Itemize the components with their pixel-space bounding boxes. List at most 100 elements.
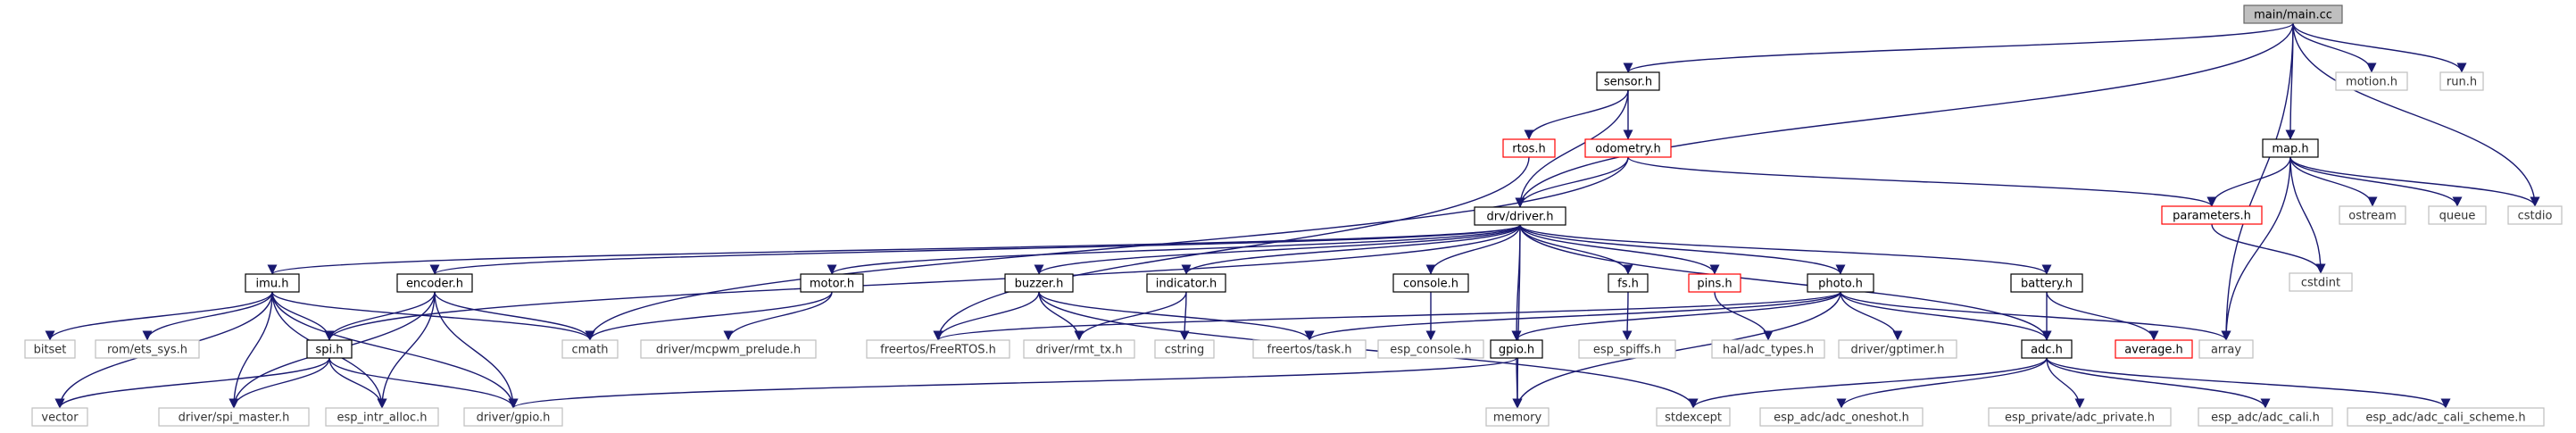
edge-map-to-array [2221,156,2291,341]
node-rmt_tx-label: driver/rmt_tx.h [1035,344,1122,357]
node-parameters[interactable]: parameters.h [2161,205,2263,225]
node-adc_private-box [1988,407,2172,427]
node-cmath: cmath [561,339,619,359]
node-stdexcept-label: stdexcept [1665,412,1722,425]
node-map[interactable]: map.h [2262,138,2319,158]
node-fs-label: fs.h [1617,278,1639,291]
node-queue: queue [2428,205,2487,225]
node-ets_sys: rom/ets_sys.h [95,339,200,359]
edge-fs-to-esp_spiffs [1622,291,1633,341]
edge-odometry-to-parameters [1627,156,2217,207]
edge-main-to-driver [1515,22,2294,208]
node-cstdio-label: cstdio [2518,210,2553,223]
node-bitset-label: bitset [34,344,67,357]
edge-main-to-run [2292,22,2467,73]
node-driver-label: drv/driver.h [1486,211,1553,224]
node-adc[interactable]: adc.h [2021,339,2073,359]
node-main[interactable]: main/main.cc [2243,4,2343,24]
node-indicator-label: indicator.h [1156,278,1217,291]
node-driver_gpio-box [463,407,563,427]
edge-photo-to-task [1304,291,1841,341]
node-motion: motion.h [2335,71,2408,91]
node-mcpwm: driver/mcpwm_prelude.h [640,339,817,359]
edge-map-to-cstdio [2289,156,2540,207]
node-motor[interactable]: motor.h [800,273,864,293]
node-esp_spiffs-label: esp_spiffs.h [1593,344,1661,357]
node-encoder[interactable]: encoder.h [396,273,473,293]
node-average[interactable]: average.h [2115,339,2193,359]
node-adc_types-label: hal/adc_types.h [1723,344,1814,357]
node-fs[interactable]: fs.h [1608,273,1649,293]
node-memory-box [1485,407,1550,427]
node-imu[interactable]: imu.h [245,273,300,293]
node-photo-box [1807,273,1874,293]
node-rtos[interactable]: rtos.h [1502,138,1556,158]
edge-battery-to-average [2046,291,2159,341]
edge-driver-to-pins [1519,224,1720,275]
node-pins-label: pins.h [1697,278,1732,291]
node-pins-box [1688,273,1741,293]
node-cmath-label: cmath [571,344,608,357]
edge-imu-to-ets_sys [142,291,273,341]
edge-driver-to-battery [1519,224,2052,275]
node-array: array [2198,339,2254,359]
edge-encoder-to-driver_gpio [434,291,519,409]
node-bitset-box [24,339,76,359]
edge-motor-to-cmath [585,291,833,341]
node-pins[interactable]: pins.h [1688,273,1741,293]
node-parameters-box [2161,205,2263,225]
node-imu-label: imu.h [256,278,289,291]
node-encoder-box [396,273,473,293]
node-parameters-label: parameters.h [2173,210,2251,223]
node-adc_cali: esp_adc/adc_cali.h [2198,407,2333,427]
edge-imu-to-spi_master [229,291,273,409]
edge-encoder-to-spi [324,291,436,341]
node-console[interactable]: console.h [1392,273,1469,293]
node-gpio[interactable]: gpio.h [1490,339,1543,359]
node-indicator[interactable]: indicator.h [1146,273,1226,293]
node-photo[interactable]: photo.h [1807,273,1874,293]
node-adc_cali-box [2198,407,2333,427]
node-sensor-label: sensor.h [1604,76,1652,89]
node-memory: memory [1485,407,1550,427]
node-buzzer[interactable]: buzzer.h [1004,273,1074,293]
edge-gpio-to-driver_gpio [508,357,1517,409]
edge-photo-to-gpio [1511,291,1841,341]
edge-driver-to-adc [1519,224,2052,341]
node-freertos-box [866,339,1010,359]
node-adc_oneshot: esp_adc/adc_oneshot.h [1759,407,1924,427]
edge-driver-to-memory [1512,224,1523,409]
edge-motor-to-mcpwm [723,291,833,341]
edge-photo-to-memory [1512,291,1841,409]
node-cstdint-label: cstdint [2301,277,2340,290]
edge-photo-to-adc [1840,291,2052,341]
node-motor-label: motor.h [810,278,854,291]
node-driver[interactable]: drv/driver.h [1474,206,1566,226]
node-console-label: console.h [1403,278,1458,291]
node-battery[interactable]: battery.h [2010,273,2083,293]
node-run-label: run.h [2447,76,2477,89]
node-spi[interactable]: spi.h [306,339,353,359]
node-buzzer-box [1004,273,1074,293]
node-odometry[interactable]: odometry.h [1584,138,1672,158]
edge-indicator-to-rmt_tx [1074,291,1187,341]
node-adc_oneshot-box [1759,407,1924,427]
edge-buzzer-to-task [1038,291,1315,341]
node-array-box [2198,339,2254,359]
node-sensor[interactable]: sensor.h [1596,71,1660,91]
node-ets_sys-box [95,339,200,359]
node-average-label: average.h [2124,344,2183,357]
edge-imu-to-bitset [45,291,273,341]
edge-adc-to-adc_oneshot [1836,357,2048,409]
node-esp_console-label: esp_console.h [1390,344,1472,357]
node-motion-box [2335,71,2408,91]
node-main-box [2243,4,2343,24]
node-run-box [2439,71,2484,91]
node-sensor-box [1596,71,1660,91]
edge-driver-to-indicator [1181,224,1521,275]
edge-odometry-to-driver [1515,156,1629,208]
node-gpio-box [1490,339,1543,359]
node-cstring-label: cstring [1165,344,1204,357]
node-ostream: ostream [2339,205,2406,225]
